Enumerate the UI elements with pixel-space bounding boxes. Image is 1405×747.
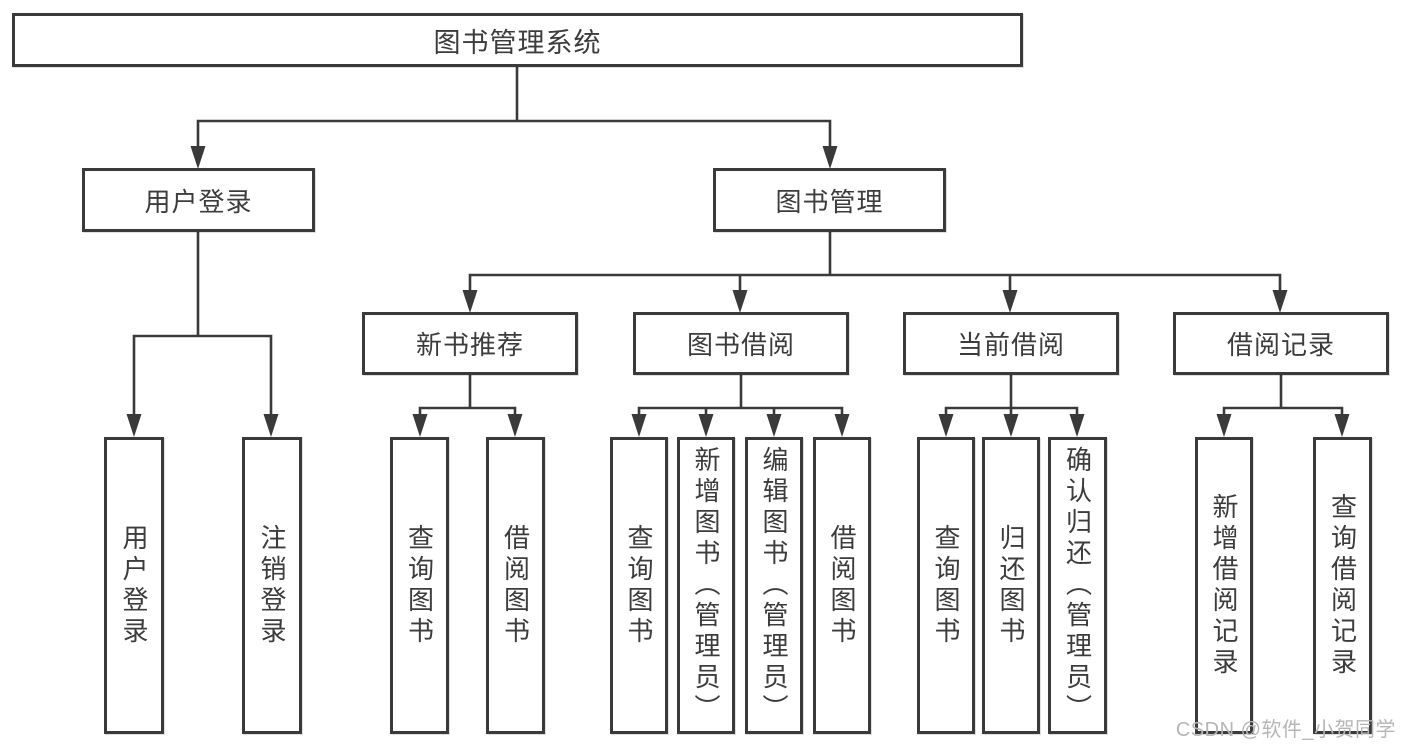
leaf-logout: 注销登录 bbox=[242, 437, 302, 734]
node-user-login: 用户登录 bbox=[82, 168, 315, 232]
connector-current-borrow-children bbox=[938, 375, 1085, 437]
node-label: 查询图书 bbox=[624, 523, 654, 648]
leaf-query-books-rec: 查询图书 bbox=[390, 437, 449, 734]
node-label: 用户登录 bbox=[119, 523, 149, 648]
node-new-book-recommend: 新书推荐 bbox=[362, 312, 578, 375]
node-label: 新增图书（管理员） bbox=[691, 446, 721, 725]
node-label: 当前借阅 bbox=[956, 330, 1065, 360]
node-label: 确认归还（管理员） bbox=[1062, 446, 1093, 725]
connector-book-borrow-children bbox=[631, 375, 850, 437]
node-label: 新书推荐 bbox=[415, 330, 524, 360]
leaf-borrow-books-rec: 借阅图书 bbox=[486, 437, 545, 734]
node-label: 归还图书 bbox=[996, 523, 1026, 648]
leaf-user-login: 用户登录 bbox=[104, 437, 164, 734]
leaf-borrow-books: 借阅图书 bbox=[813, 437, 871, 734]
node-label: 图书管理系统 bbox=[433, 27, 602, 58]
leaf-add-borrow-record: 新增借阅记录 bbox=[1195, 437, 1253, 734]
leaf-edit-books-admin: 编辑图书（管理员） bbox=[745, 437, 803, 734]
leaf-add-books-admin: 新增图书（管理员） bbox=[677, 437, 735, 734]
node-label: 查询图书 bbox=[404, 523, 435, 648]
connector-user-login-children bbox=[126, 232, 279, 437]
node-system-root: 图书管理系统 bbox=[12, 13, 1023, 67]
connector-book-mgmt-children bbox=[462, 232, 1288, 313]
leaf-query-books-current: 查询图书 bbox=[917, 437, 975, 734]
connector-root-to-level1 bbox=[190, 66, 838, 169]
node-label: 注销登录 bbox=[257, 523, 287, 648]
node-label: 新增借阅记录 bbox=[1209, 492, 1239, 679]
node-label: 借阅图书 bbox=[827, 523, 857, 648]
node-label: 用户登录 bbox=[144, 186, 253, 217]
node-borrow-records: 借阅记录 bbox=[1173, 312, 1389, 375]
node-label: 图书管理 bbox=[775, 186, 884, 217]
leaf-query-borrow-record: 查询借阅记录 bbox=[1313, 437, 1372, 734]
node-current-borrow: 当前借阅 bbox=[903, 312, 1119, 375]
connector-new-book-rec-children bbox=[412, 375, 523, 437]
node-book-management: 图书管理 bbox=[713, 168, 946, 232]
node-label: 查询借阅记录 bbox=[1327, 492, 1358, 679]
node-label: 图书借阅 bbox=[686, 330, 795, 360]
leaf-return-books: 归还图书 bbox=[982, 437, 1040, 734]
node-label: 借阅图书 bbox=[500, 523, 531, 648]
node-label: 查询图书 bbox=[931, 523, 961, 648]
leaf-query-books-borrow: 查询图书 bbox=[610, 437, 668, 734]
connector-borrow-records-children bbox=[1216, 375, 1350, 437]
leaf-confirm-return-admin: 确认归还（管理员） bbox=[1048, 437, 1107, 734]
node-label: 借阅记录 bbox=[1226, 330, 1335, 360]
node-label: 编辑图书（管理员） bbox=[759, 446, 789, 725]
node-book-borrow: 图书借阅 bbox=[633, 312, 849, 375]
